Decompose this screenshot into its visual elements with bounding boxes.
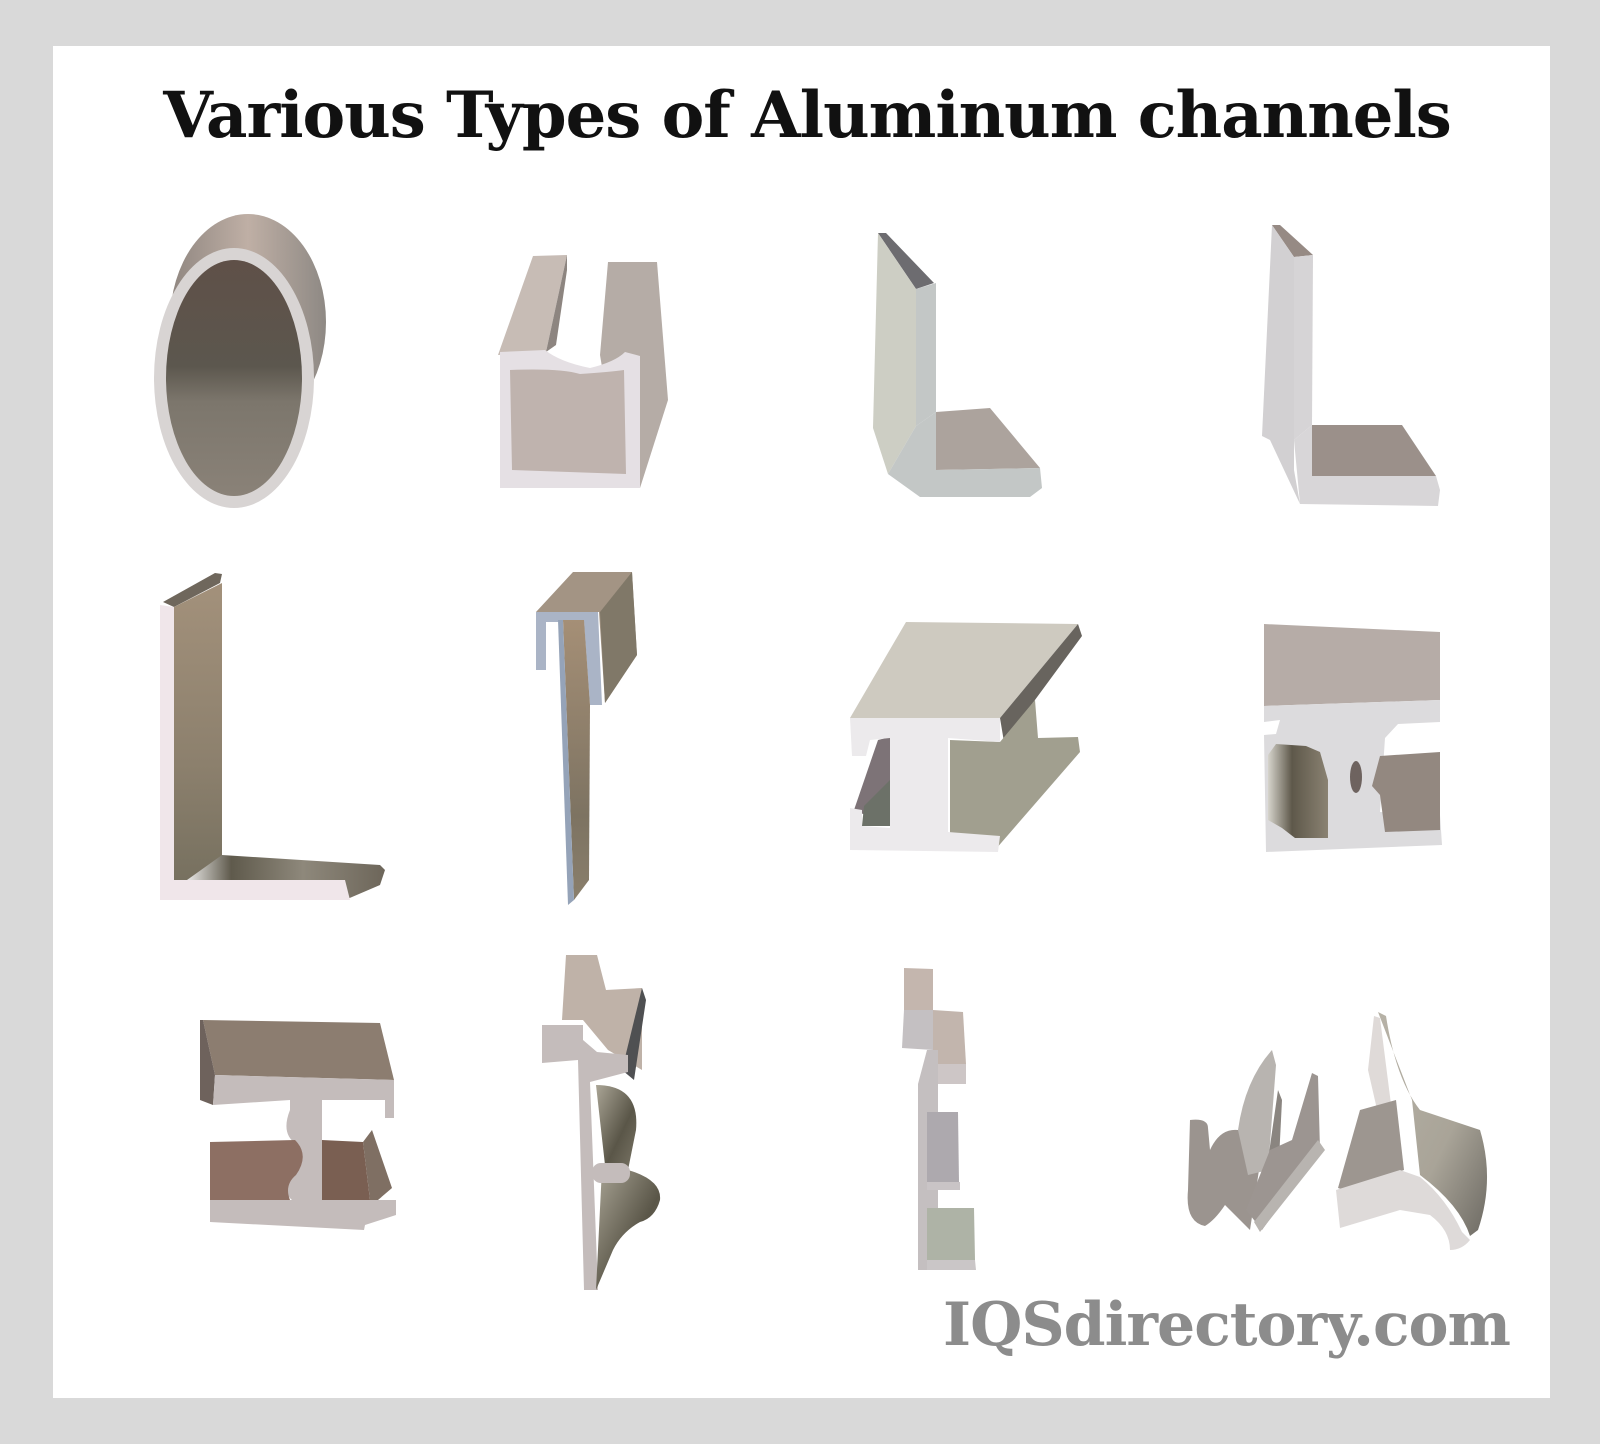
i-beam-channel-shape [850,622,1082,852]
j-channel-shape [536,572,637,905]
angle-l-grey-shape [1262,225,1440,506]
page-title: Various Types of Aluminum channels [163,78,1452,153]
watermark-logo: IQSdirectory.com [943,1290,1511,1360]
t-slot-profile-shape [1264,624,1442,852]
stepped-t-profile-shape [542,955,661,1290]
e-profile-shape [902,968,976,1270]
round-tube-shape [154,214,326,508]
angle-l-green-shape [873,233,1042,497]
h-profile-shape [200,1020,396,1230]
u-channel-shape [498,255,668,488]
angle-l-bronze-shape [160,573,385,900]
clip-profiles-shape [1187,1012,1488,1250]
